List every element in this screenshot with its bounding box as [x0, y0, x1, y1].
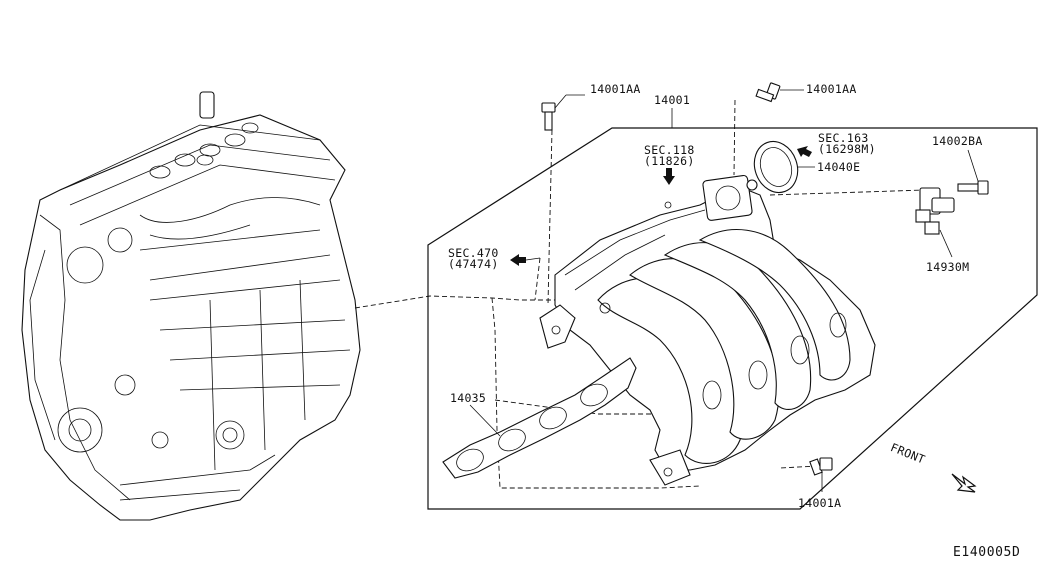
assembly-frame	[427, 127, 1038, 510]
label-14001AA-left: 14001AA	[590, 82, 641, 96]
sec470-arrow	[510, 254, 541, 301]
bolt-14001AA-right[interactable]	[755, 82, 804, 103]
bolt-14001A[interactable]	[809, 457, 833, 492]
label-sec163: SEC.163	[818, 131, 869, 145]
label-14035: 14035	[450, 391, 487, 405]
label-sec118-code: (11826)	[644, 154, 695, 168]
label-14930M: 14930M	[926, 260, 970, 274]
sec118-arrow	[663, 168, 675, 185]
label-14001: 14001	[654, 93, 691, 107]
label-sec163-code: (16298M)	[818, 142, 876, 156]
solenoid-valve[interactable]	[915, 187, 955, 258]
bolt-14002BA[interactable]	[957, 149, 989, 195]
label-14002BA: 14002BA	[932, 134, 983, 148]
label-14001A: 14001A	[798, 496, 842, 510]
front-arrow-icon	[951, 473, 977, 493]
label-sec470: SEC.470	[448, 246, 499, 260]
label-14040E: 14040E	[817, 160, 861, 174]
label-sec470-code: (47474)	[448, 257, 499, 271]
intake-manifold[interactable]	[539, 174, 876, 486]
sec163-arrow	[797, 146, 812, 157]
engine-block[interactable]	[21, 91, 361, 521]
throttle-o-ring[interactable]	[747, 135, 815, 198]
diagram-code: E140005D	[953, 545, 1021, 560]
leader-engine	[354, 295, 560, 309]
manifold-gasket[interactable]	[442, 357, 637, 479]
label-sec118: SEC.118	[644, 143, 695, 157]
bolt-14001AA-left[interactable]	[541, 94, 585, 131]
label-14001AA-right: 14001AA	[806, 82, 857, 96]
